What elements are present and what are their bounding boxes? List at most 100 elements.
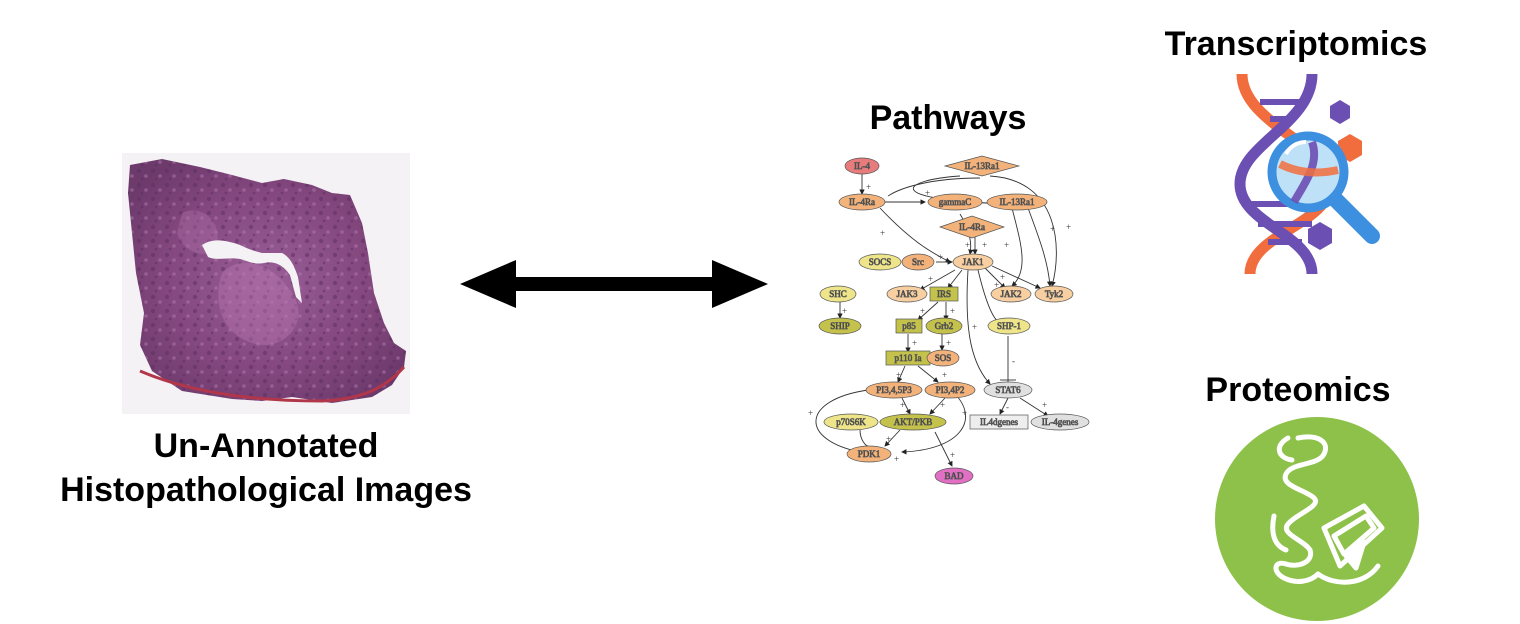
svg-text:IL-4: IL-4 xyxy=(854,161,870,171)
pathways-title: Pathways xyxy=(869,99,1027,137)
node-il4ra: IL-4Ra xyxy=(838,193,886,211)
node-shc: SHC xyxy=(819,285,857,303)
edge-sign: + xyxy=(1050,224,1055,234)
caption-line-1: Un-Annotated xyxy=(153,427,379,465)
node-il4genes: IL-4genes xyxy=(1030,413,1090,431)
pathway-diagram: + + + + + + + + + + + + + + + + + + - + … xyxy=(808,155,1090,485)
node-il13ra1: IL-13Ra1 xyxy=(986,193,1048,211)
svg-text:p70S6K: p70S6K xyxy=(836,417,866,427)
magnifier-handle xyxy=(1324,188,1380,244)
edge-sign: + xyxy=(1042,400,1047,410)
histology-caption: Un-Annotated Histopathological Images xyxy=(20,424,512,512)
edge-sign: + xyxy=(1004,240,1009,250)
edge-sign: + xyxy=(982,240,987,250)
edge-sign: + xyxy=(938,252,943,262)
transcriptomics-title: Transcriptomics xyxy=(1164,25,1428,63)
edge-sign: + xyxy=(808,408,813,418)
pathway-nodes: IL-4 IL-13Ra1 IL-4Ra gammaC IL-13Ra1 IL-… xyxy=(818,155,1090,485)
svg-text:p110 Ia: p110 Ia xyxy=(895,353,922,363)
svg-text:PI3,4P2: PI3,4P2 xyxy=(936,385,965,395)
svg-text:SHIP: SHIP xyxy=(830,321,850,331)
node-sos: SOS xyxy=(926,349,960,367)
svg-text:STAT6: STAT6 xyxy=(995,385,1021,395)
edge-sign: + xyxy=(950,306,955,316)
node-jak1: JAK1 xyxy=(952,253,994,271)
node-il13ra1-top: IL-13Ra1 xyxy=(943,155,1021,177)
node-stat6: STAT6 xyxy=(983,381,1033,399)
edge-sign: + xyxy=(886,434,891,444)
tissue-gap xyxy=(202,240,302,303)
edge-sign: + xyxy=(928,274,933,284)
svg-text:IL-4genes: IL-4genes xyxy=(1042,417,1079,427)
edge-sign: + xyxy=(896,370,901,380)
histology-image xyxy=(122,153,410,414)
edge-sign: + xyxy=(994,280,999,290)
node-il4: IL-4 xyxy=(844,157,880,175)
edge-sign: + xyxy=(962,408,967,418)
node-socs: SOCS xyxy=(858,253,902,271)
node-ship: SHIP xyxy=(818,317,862,335)
svg-text:AKT/PKB: AKT/PKB xyxy=(894,417,933,427)
svg-text:SOS: SOS xyxy=(935,353,952,363)
edge-sign: + xyxy=(900,400,905,410)
svg-text:Tyk2: Tyk2 xyxy=(1045,289,1063,299)
node-pdk1: PDK1 xyxy=(846,445,892,463)
hexagon-purple-bottom xyxy=(1308,222,1332,250)
edge-sign: + xyxy=(920,306,925,316)
caption-line-2: Histopathological Images xyxy=(60,471,472,509)
svg-text:JAK2: JAK2 xyxy=(1000,289,1021,299)
node-pi34p2: PI3,4P2 xyxy=(924,381,976,399)
node-p110: p110 Ia xyxy=(885,350,931,366)
bidirectional-arrow xyxy=(460,260,768,308)
svg-text:p85: p85 xyxy=(902,321,916,331)
edge-sign: + xyxy=(972,322,977,332)
node-grb2: Grb2 xyxy=(925,317,963,335)
svg-text:SHP-1: SHP-1 xyxy=(997,321,1021,331)
node-gammac: gammaC xyxy=(927,193,983,211)
svg-text:Grb2: Grb2 xyxy=(935,321,954,331)
svg-text:SOCS: SOCS xyxy=(869,257,892,267)
edge-sign: + xyxy=(912,338,917,348)
svg-text:PI3,4,5P3: PI3,4,5P3 xyxy=(876,385,912,395)
svg-text:BAD: BAD xyxy=(944,471,964,481)
protein-ribbon xyxy=(1270,434,1385,585)
protein-badge-circle xyxy=(1215,417,1419,621)
node-il4dgenes: IL4dgenes xyxy=(969,414,1029,430)
edge-sign: + xyxy=(965,240,970,250)
edge-sign: + xyxy=(1066,222,1071,232)
edge-sign: + xyxy=(940,400,945,410)
node-pi345p3: PI3,4,5P3 xyxy=(865,381,923,399)
node-tyk2: Tyk2 xyxy=(1034,285,1074,303)
node-jak3: JAK3 xyxy=(886,285,928,303)
node-irs: IRS xyxy=(929,286,959,302)
hexagon-purple-top xyxy=(1330,100,1350,124)
node-bad: BAD xyxy=(934,467,974,485)
edge-sign: + xyxy=(946,338,951,348)
node-ship1: SHP-1 xyxy=(987,317,1031,335)
svg-text:PDK1: PDK1 xyxy=(858,449,881,459)
svg-text:IRS: IRS xyxy=(937,289,951,299)
tissue-section-svg xyxy=(128,159,406,403)
node-akt: AKT/PKB xyxy=(879,413,947,431)
pathway-signs: + + + + + + + + + + + + + + + + + + - + … xyxy=(808,182,1071,464)
svg-text:SHC: SHC xyxy=(829,289,847,299)
edge-sign: + xyxy=(894,454,899,464)
edge-sign: + xyxy=(880,228,885,238)
edge-sign: + xyxy=(1000,272,1005,282)
proteomics-title: Proteomics xyxy=(1205,371,1391,409)
svg-text:IL-4Ra: IL-4Ra xyxy=(959,222,985,232)
dna-magnifier-icon xyxy=(1234,74,1380,274)
pathway-edges xyxy=(815,174,1057,467)
node-p85: p85 xyxy=(895,318,923,334)
edge-sign: + xyxy=(942,370,947,380)
edge-sign: + xyxy=(925,188,930,198)
protein-structure-icon xyxy=(1215,417,1419,621)
inhibit-sign: - xyxy=(1006,402,1009,412)
edge-sign: + xyxy=(866,182,871,192)
svg-text:IL-13Ra1: IL-13Ra1 xyxy=(965,161,1000,171)
svg-text:IL-4Ra: IL-4Ra xyxy=(849,197,875,207)
edge-sign: + xyxy=(950,450,955,460)
svg-text:gammaC: gammaC xyxy=(939,197,972,207)
node-il4ra-diamond: IL-4Ra xyxy=(938,215,1006,239)
svg-text:IL-13Ra1: IL-13Ra1 xyxy=(1000,197,1035,207)
